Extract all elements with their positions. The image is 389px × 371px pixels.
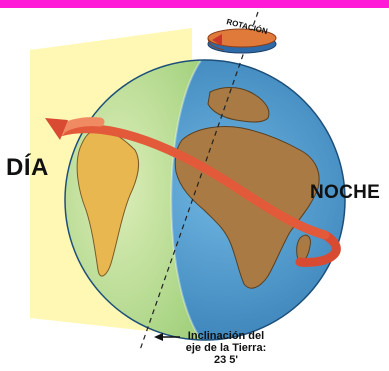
axis-tilt-line-2: eje de la Tierra: <box>185 342 267 354</box>
rotation-disc <box>207 28 277 54</box>
rotation-arrow-back <box>295 230 341 267</box>
south-america-shape <box>76 129 140 277</box>
night-label: NOCHE <box>310 182 381 203</box>
top-bar <box>0 0 389 8</box>
earth-axis-line <box>139 11 259 351</box>
rotation-arrow-front <box>55 124 330 240</box>
axis-pointer-head <box>154 333 163 341</box>
rotation-arrow-head <box>45 118 68 140</box>
day-label: DÍA <box>6 154 49 181</box>
axis-tilt-line-1: Inclinación del <box>187 330 265 342</box>
axis-tilt-line-3: 23 5' <box>213 354 239 366</box>
axis-tilt-caption: Inclinación del eje de la Tierra: 23 5' <box>176 330 276 366</box>
